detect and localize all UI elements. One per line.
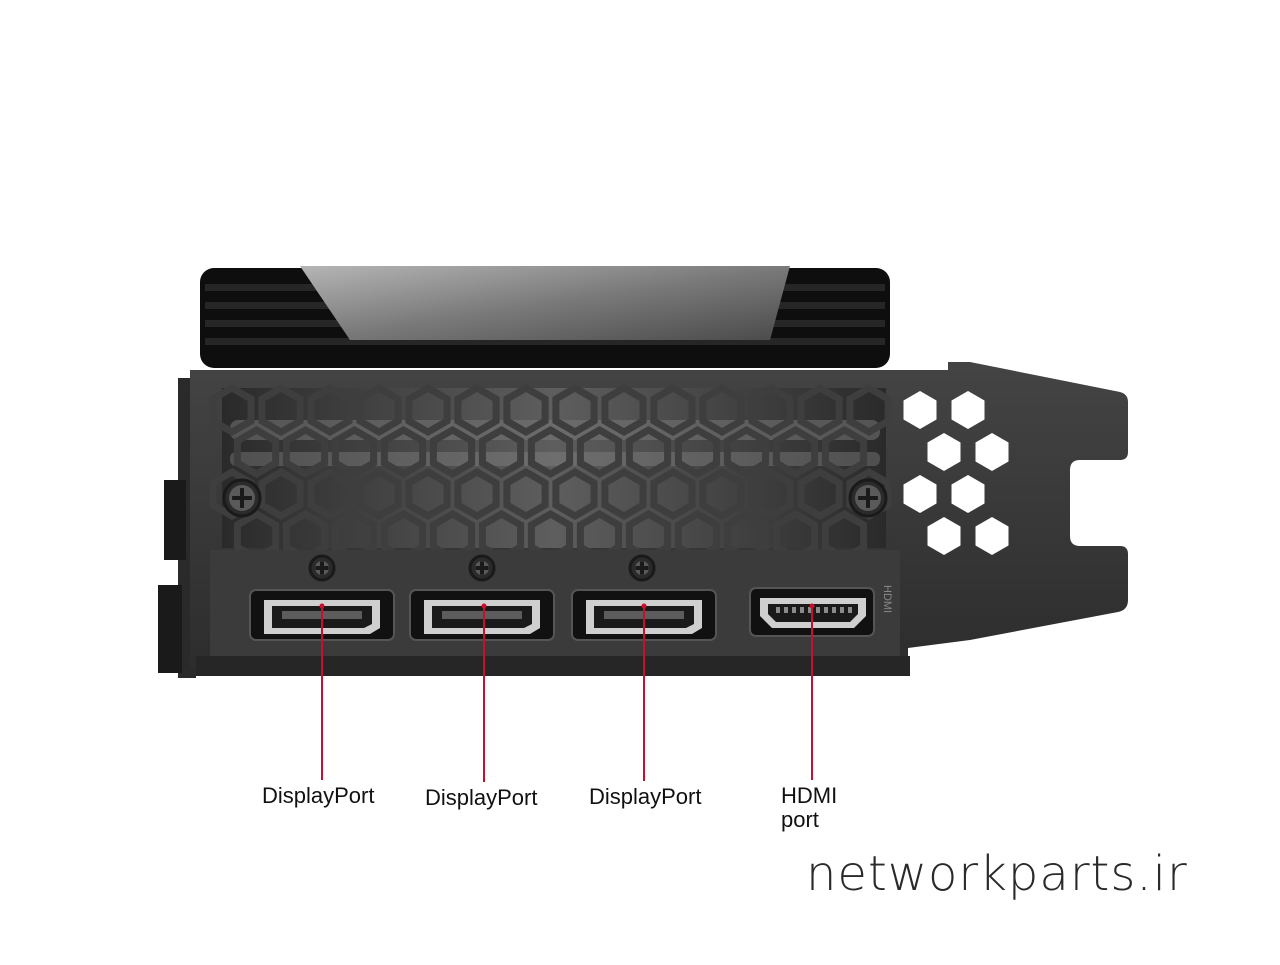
port-label-displayport-1: DisplayPort <box>262 783 375 808</box>
vent-hole <box>503 383 549 437</box>
displayport-connector-icon <box>409 589 555 641</box>
vent-hole <box>903 475 937 513</box>
vent-hole <box>233 425 280 479</box>
callout-dot <box>641 603 647 609</box>
screw-icon <box>848 478 888 518</box>
vent-hole <box>699 383 745 437</box>
vent-hole <box>307 383 353 437</box>
vent-hole <box>209 383 255 437</box>
vent-hole <box>625 425 672 479</box>
vent-hole <box>601 467 647 521</box>
vent-hole <box>576 425 623 479</box>
callout-dot <box>481 603 487 609</box>
vent-hole <box>846 383 892 437</box>
vent-hole <box>405 467 451 521</box>
vent-hole <box>601 383 647 437</box>
vent-hole <box>748 467 794 521</box>
vent-hole <box>927 433 961 471</box>
vent-hole <box>903 391 937 429</box>
watermark-logo: networkparts.ir <box>806 846 1188 902</box>
vent-hole <box>797 383 843 437</box>
vent-hole <box>552 467 598 521</box>
vent-hole <box>723 425 770 479</box>
vent-hole <box>380 425 427 479</box>
cooler-shroud <box>200 266 890 368</box>
vent-hole <box>258 383 304 437</box>
vent-hole <box>951 475 985 513</box>
vent-hole <box>429 425 476 479</box>
vent-hole <box>307 467 353 521</box>
vent-hole <box>503 467 549 521</box>
vent-hole <box>331 425 378 479</box>
screw-icon <box>222 478 262 518</box>
port-label-displayport-2: DisplayPort <box>425 785 538 810</box>
vent-hole <box>975 433 1009 471</box>
port-label-hdmi: HDMI port <box>781 783 838 832</box>
honeycomb-vent <box>209 383 1009 563</box>
vent-hole <box>951 391 985 429</box>
callout-dot <box>809 603 815 609</box>
vent-hole <box>454 383 500 437</box>
vent-hole <box>699 467 745 521</box>
screw-icon <box>468 554 496 582</box>
vent-hole <box>975 517 1009 555</box>
callout-dot <box>319 603 325 609</box>
port-label-displayport-3: DisplayPort <box>589 784 702 809</box>
vent-hole <box>282 425 329 479</box>
vent-hole <box>258 467 304 521</box>
vent-hole <box>405 383 451 437</box>
vent-hole <box>748 383 794 437</box>
vent-hole <box>927 517 961 555</box>
vent-hole <box>454 467 500 521</box>
vent-hole <box>821 425 868 479</box>
vent-hole <box>650 383 696 437</box>
vent-hole <box>552 383 598 437</box>
vent-hole <box>527 425 574 479</box>
hdmi-engraving: HDMI <box>881 585 893 613</box>
vent-hole <box>356 467 402 521</box>
vent-hole <box>650 467 696 521</box>
vent-hole <box>674 425 721 479</box>
vent-hole <box>478 425 525 479</box>
screw-icon <box>308 554 336 582</box>
vent-hole <box>356 383 402 437</box>
screw-icon <box>628 554 656 582</box>
vent-hole <box>797 467 843 521</box>
vent-hole <box>772 425 819 479</box>
